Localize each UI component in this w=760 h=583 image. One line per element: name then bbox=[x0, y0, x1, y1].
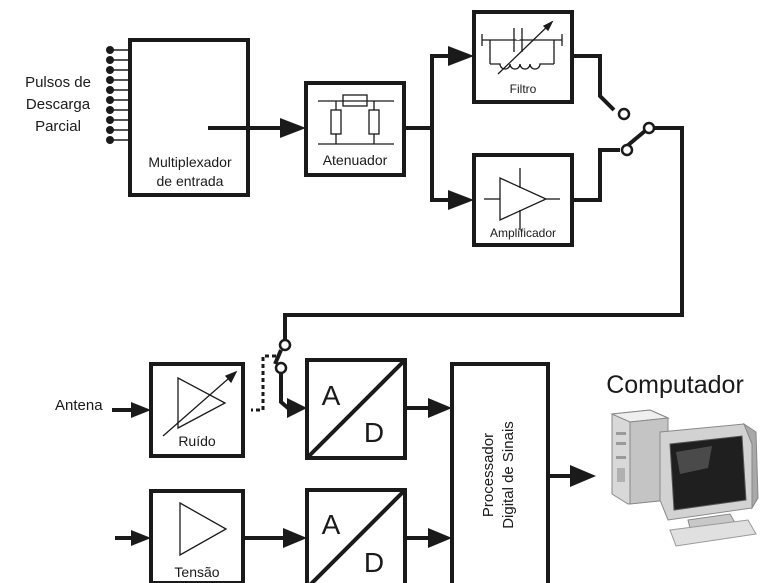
input-label-line2: Descarga bbox=[26, 96, 91, 113]
wire-amplifier-switch bbox=[572, 148, 620, 202]
switch-blade bbox=[625, 129, 647, 148]
lower-switch-contact-bottom bbox=[274, 361, 288, 375]
switch-contact-filter bbox=[617, 107, 631, 121]
dsp-block bbox=[450, 362, 550, 583]
arrow-to-filter bbox=[448, 46, 474, 66]
antenna-label: Antena bbox=[55, 397, 103, 414]
wire-to-lower-switch bbox=[283, 126, 684, 340]
switch-pivot bbox=[620, 143, 634, 157]
dotted-noise-path bbox=[251, 354, 276, 412]
computer-icon bbox=[610, 409, 759, 547]
arrow-to-dsp-top bbox=[428, 398, 452, 418]
wire-split-amplifier bbox=[430, 128, 452, 202]
wire-filter-switch bbox=[572, 54, 616, 112]
noise-symbol bbox=[162, 370, 238, 437]
dsp-label-line2: Digital de Sinais bbox=[500, 421, 517, 529]
arrow-to-amplifier bbox=[448, 190, 474, 210]
attenuator-label: Atenuador bbox=[323, 152, 388, 168]
filter-label: Filtro bbox=[510, 82, 537, 96]
attenuator-block bbox=[304, 81, 406, 177]
filter-symbol bbox=[481, 20, 563, 75]
arrow-to-dsp-bottom bbox=[428, 528, 452, 548]
arrow-to-noise bbox=[131, 402, 151, 418]
arrow-to-voltage bbox=[131, 530, 151, 546]
voltage-block bbox=[149, 489, 245, 583]
arrow-to-computer bbox=[570, 465, 596, 487]
arrow-to-adc-top bbox=[287, 398, 307, 418]
multiplexer-label-line2: de entrada bbox=[157, 173, 224, 189]
amplifier-label: Amplificador bbox=[490, 226, 556, 240]
voltage-label: Tensão bbox=[174, 564, 219, 580]
adc-top-divider bbox=[305, 358, 407, 460]
adc-top-a: A bbox=[322, 380, 341, 411]
voltage-symbol bbox=[179, 501, 228, 557]
arrow-to-attenuator bbox=[280, 118, 306, 138]
noise-label: Ruído bbox=[178, 433, 216, 449]
multiplexer-label-line1: Multiplexador bbox=[148, 154, 232, 170]
adc-top-d: D bbox=[364, 417, 384, 448]
adc-bottom-divider bbox=[309, 488, 407, 583]
adc-bottom-a: A bbox=[322, 509, 341, 540]
switch-contact-out bbox=[642, 121, 656, 135]
computer-label: Computador bbox=[606, 371, 744, 399]
dsp-label-line1: Processador bbox=[480, 433, 497, 517]
amplifier-symbol bbox=[484, 168, 560, 230]
input-label-line1: Pulsos de bbox=[25, 74, 91, 91]
input-label-line3: Parcial bbox=[35, 118, 81, 135]
lower-switch-blade bbox=[273, 349, 283, 365]
arrow-to-adc-bottom bbox=[283, 528, 307, 548]
adc-bottom-d: D bbox=[364, 547, 384, 578]
attenuator-symbol bbox=[318, 94, 394, 145]
amplifier-block bbox=[472, 153, 574, 247]
multiplexer-block bbox=[128, 38, 250, 197]
wire-split-filter bbox=[430, 54, 452, 128]
lower-switch-contact-top bbox=[278, 338, 292, 352]
